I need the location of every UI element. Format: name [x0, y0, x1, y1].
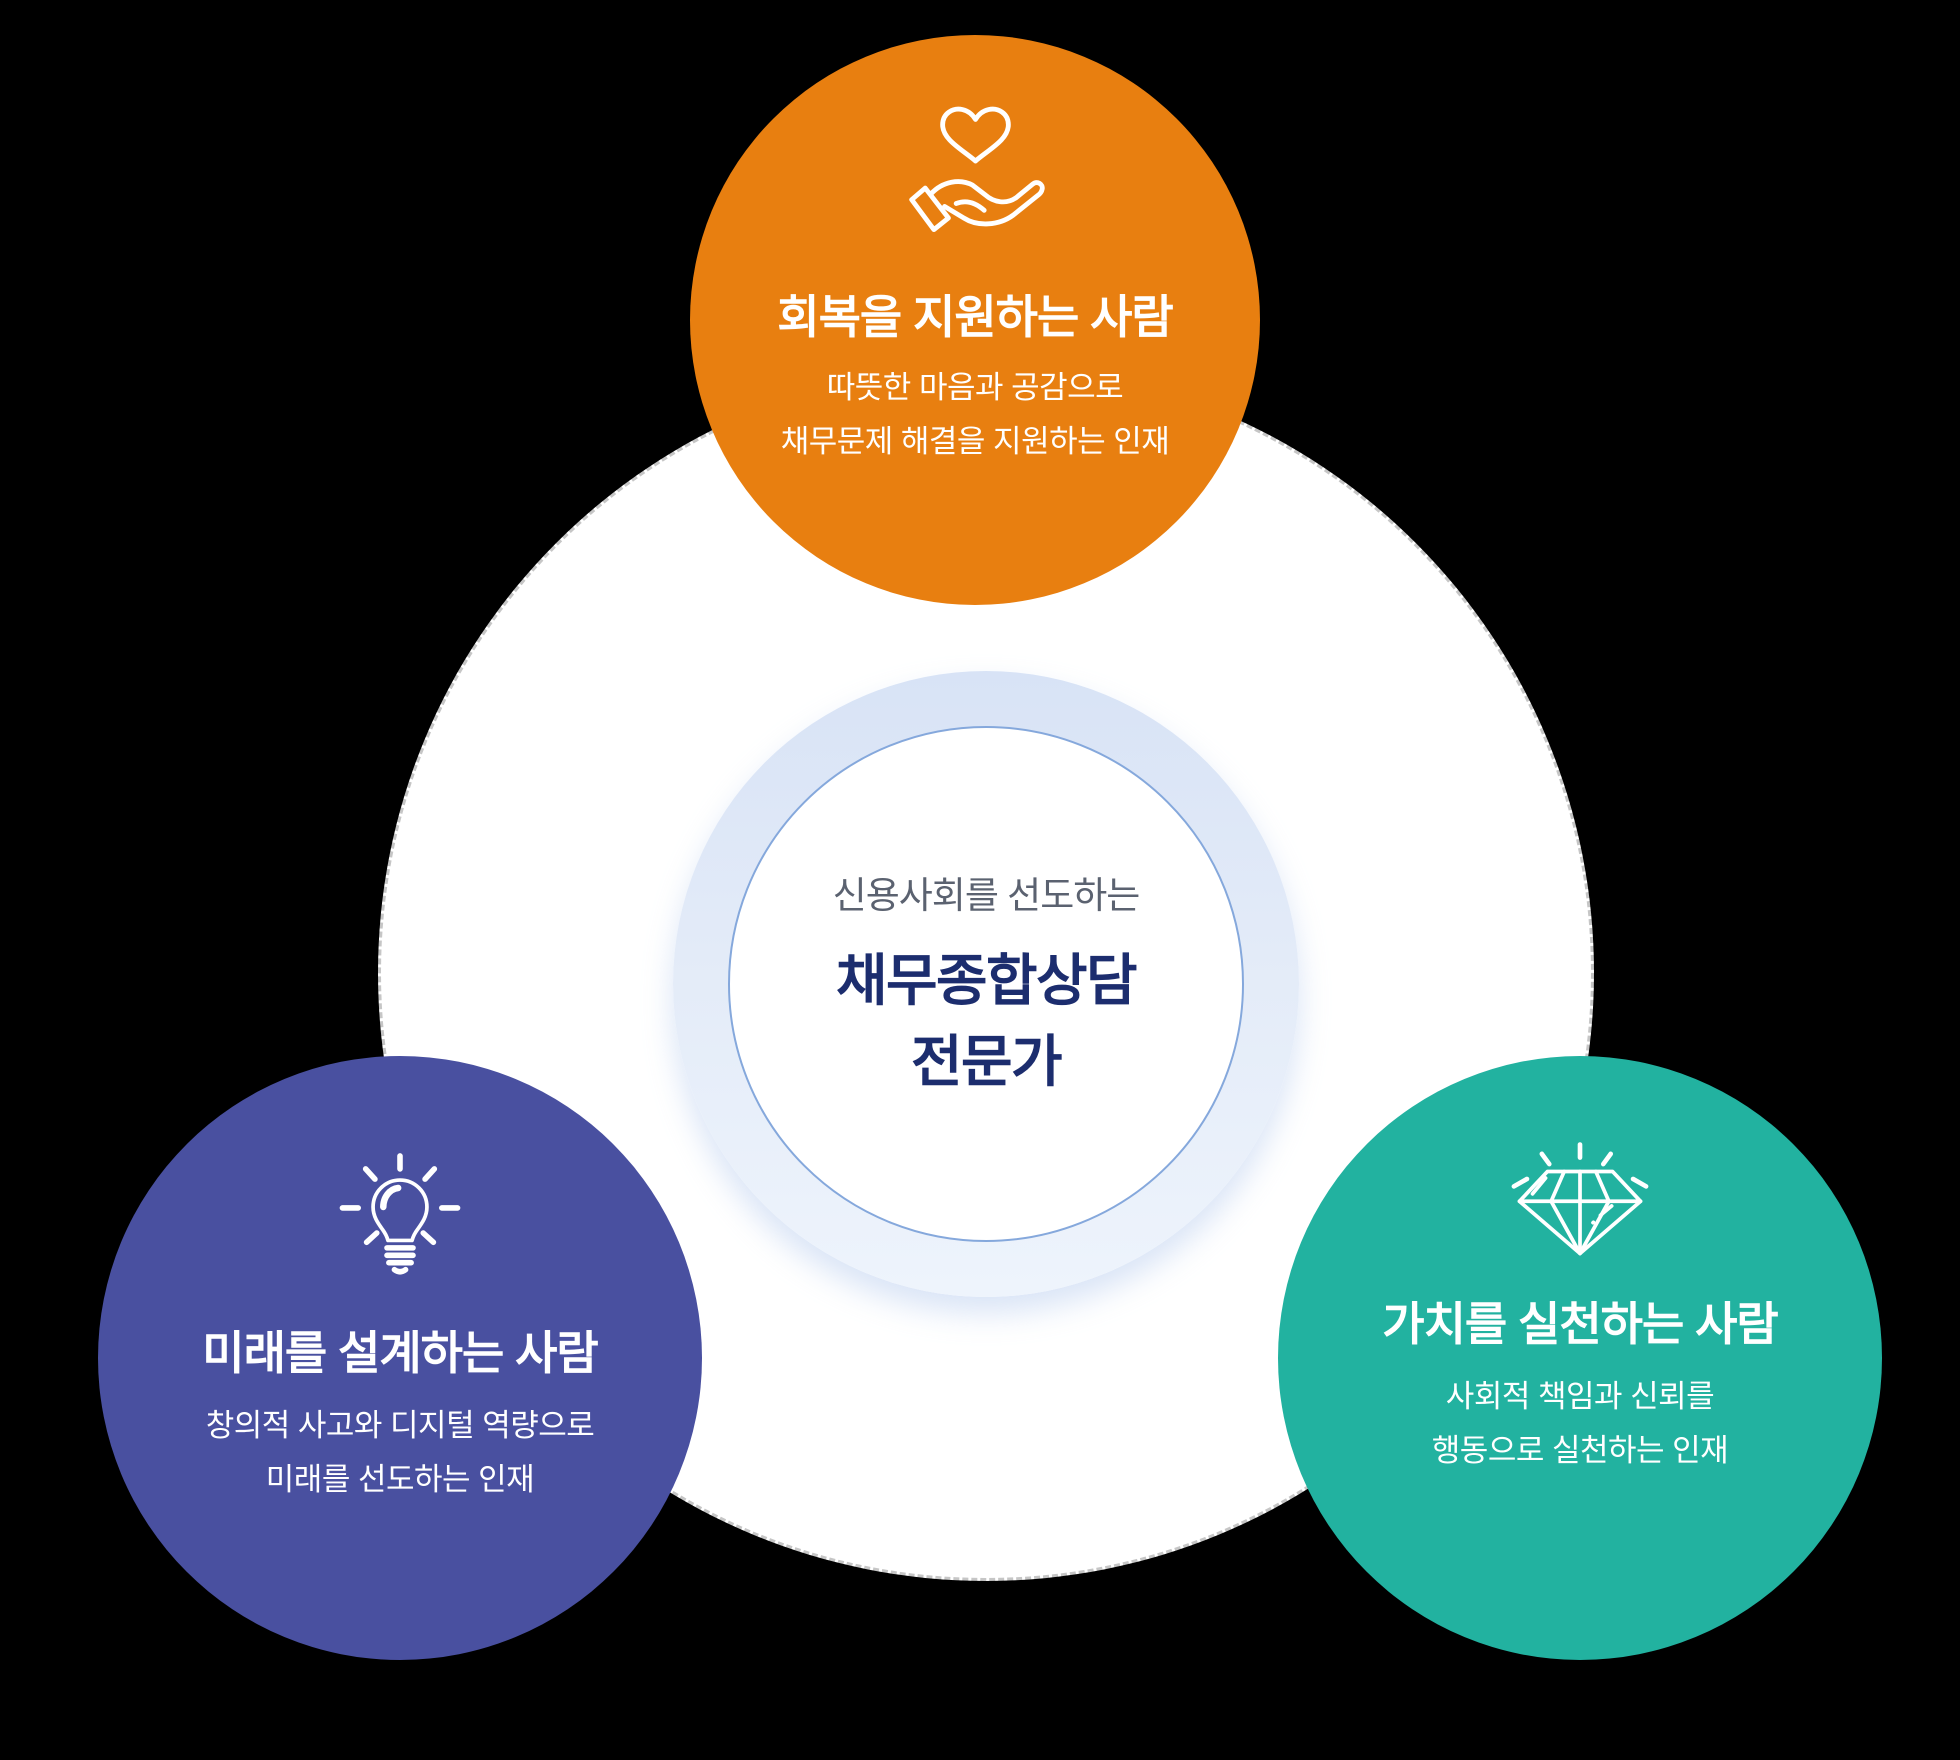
center-circle: 신용사회를 선도하는 채무종합상담 전문가 [728, 726, 1244, 1242]
bubble-recovery: 회복을 지원하는 사람 따뜻한 마음과 공감으로 채무문제 해결을 지원하는 인… [690, 35, 1260, 605]
bubble-future: 미래를 설계하는 사람 창의적 사고와 디지털 역량으로 미래를 선도하는 인재 [98, 1056, 702, 1660]
diamond-icon [1510, 1138, 1650, 1259]
center-eyebrow: 신용사회를 선도하는 [832, 875, 1141, 917]
center-title: 채무종합상담 전문가 [835, 941, 1138, 1102]
bubble-value-title: 가치를 실천하는 사람 [1382, 1298, 1778, 1350]
center-title-line1: 채무종합상담 [835, 949, 1138, 1013]
center-title-line2: 전문가 [910, 1030, 1063, 1093]
bubble-recovery-desc: 따뜻한 마음과 공감으로 채무문제 해결을 지원하는 인재 [780, 370, 1170, 459]
bubble-recovery-title: 회복을 지원하는 사람 [777, 291, 1173, 343]
bubble-future-desc: 창의적 사고와 디지털 역량으로 미래를 선도하는 인재 [205, 1408, 595, 1497]
bubble-future-title: 미래를 설계하는 사람 [202, 1327, 598, 1379]
bubble-value: 가치를 실천하는 사람 사회적 책임과 신뢰를 행동으로 실천하는 인재 [1278, 1056, 1882, 1660]
bubble-value-desc: 사회적 책임과 신뢰를 행동으로 실천하는 인재 [1431, 1379, 1729, 1468]
center-ring: 신용사회를 선도하는 채무종합상담 전문가 [673, 671, 1299, 1297]
heart-in-hand-icon [898, 103, 1053, 248]
lightbulb-icon [335, 1150, 465, 1290]
